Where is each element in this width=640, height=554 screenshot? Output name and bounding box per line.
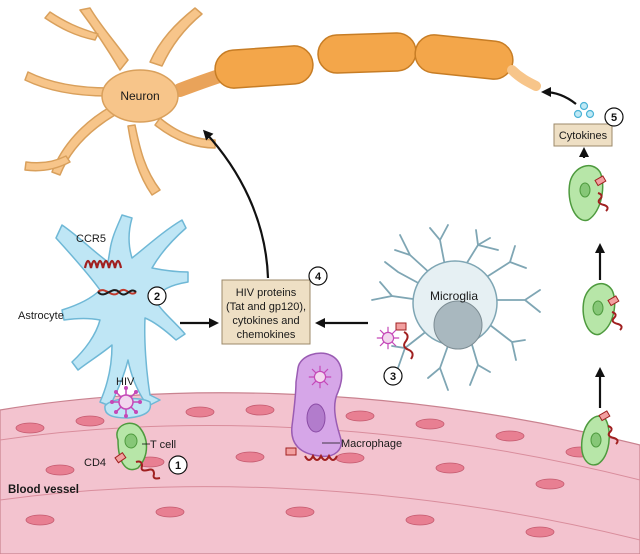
svg-text:4: 4 — [315, 271, 322, 283]
svg-text:2: 2 — [154, 291, 160, 303]
microglia-nucleus — [433, 300, 483, 350]
ccr5-receptor-microglia — [403, 331, 414, 360]
blood-vessel — [0, 392, 640, 554]
step-2-marker: 2 — [147, 286, 167, 306]
hiv-proteins-box: HIV proteins (Tat and gp120), cytokines … — [221, 279, 311, 345]
microglia-label: Microglia — [430, 289, 478, 303]
cytokines-box: Cytokines — [553, 123, 613, 147]
step-5-marker: 5 — [604, 107, 624, 127]
hiv-box-line-4: chemokines — [237, 329, 296, 341]
neuron-dendrites — [24, 7, 216, 196]
hiv-label: HIV — [116, 376, 135, 388]
arrow-cytokines-to-neuron — [541, 87, 577, 105]
arrow-box-to-neuron — [202, 129, 270, 279]
cd4-receptor-macrophage — [285, 447, 297, 456]
step-3-marker: 3 — [383, 366, 403, 386]
hiv-box-line-3: cytokines and — [232, 315, 299, 327]
hiv-box-line-1: HIV proteins — [236, 287, 297, 299]
macrophage — [285, 352, 343, 461]
step-1-marker: 1 — [168, 455, 188, 475]
astrocyte-label: Astrocyte — [18, 310, 64, 322]
dna-icon — [97, 288, 137, 296]
microglia: Microglia — [371, 224, 541, 391]
ccr5-receptor-tcell — [135, 460, 161, 480]
neuron-label: Neuron — [120, 89, 159, 103]
neuron-soma — [101, 69, 179, 123]
migrating-cell — [568, 164, 609, 222]
cytokines-label: Cytokines — [559, 130, 608, 142]
axon — [173, 32, 541, 97]
cd4-label: CD4 — [84, 457, 106, 469]
ccr5-label: CCR5 — [76, 233, 106, 245]
svg-text:5: 5 — [611, 112, 617, 124]
migrating-cell — [580, 410, 619, 466]
t-cell — [114, 422, 161, 480]
svg-text:3: 3 — [390, 371, 396, 383]
ccr5-receptor — [83, 259, 123, 269]
ccr5-receptor-macrophage — [304, 453, 338, 461]
step-markers: 1 2 3 4 5 — [147, 107, 624, 475]
virus-icon — [376, 326, 400, 350]
migrating-cell — [582, 282, 623, 336]
migrating-cells — [568, 164, 623, 466]
svg-text:1: 1 — [175, 460, 181, 472]
cd4-receptor-microglia — [395, 322, 407, 331]
virus-icon — [308, 365, 332, 389]
endothelial-nuclei — [15, 404, 595, 538]
arrows — [180, 87, 605, 408]
neuron: Neuron — [24, 7, 541, 196]
cd4-receptor — [114, 451, 127, 464]
cytokine-dots — [573, 101, 595, 119]
virus-icon — [110, 386, 142, 418]
macrophage-label: Macrophage — [341, 438, 402, 450]
t-cell-label: T cell — [150, 439, 176, 451]
step-4-marker: 4 — [308, 266, 328, 286]
blood-vessel-label: Blood vessel — [8, 484, 79, 496]
hiv-box-line-2: (Tat and gp120), — [226, 301, 306, 313]
astrocyte: CCR5 Astrocyte — [18, 214, 189, 419]
